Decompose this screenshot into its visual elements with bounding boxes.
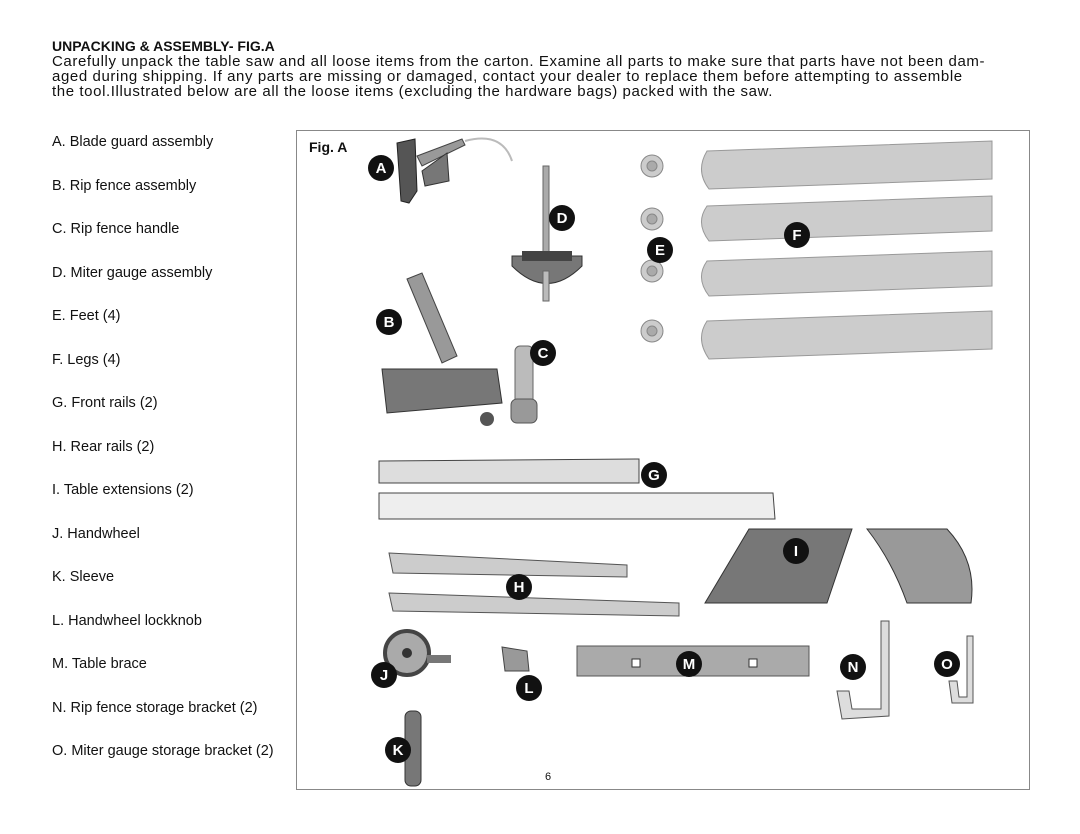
part-item-c: C. Rip fence handle: [52, 221, 180, 237]
part-item-m: M. Table brace: [52, 656, 147, 672]
part-item-k: K. Sleeve: [52, 569, 115, 585]
callout-h: H: [506, 574, 532, 600]
intro-paragraph: Carefully unpack the table saw and all l…: [52, 54, 1032, 99]
part-item-f: F. Legs (4): [52, 351, 121, 368]
intro-section: UNPACKING & ASSEMBLY- FIG.A Carefully un…: [52, 38, 1032, 99]
callout-d: D: [549, 205, 575, 231]
part-item-i: I. Table extensions (2): [52, 482, 194, 498]
paragraph-line-1: Carefully unpack the table saw and all l…: [52, 53, 986, 70]
table-extensions-drawing: [704, 528, 973, 604]
callout-label-c: C: [538, 345, 549, 362]
callout-label-g: G: [648, 467, 660, 484]
paragraph-line-3: the tool.Illustrated below are all the l…: [52, 83, 773, 100]
miter-gauge-storage-bracket-drawing: [948, 635, 974, 704]
callout-f: F: [784, 222, 810, 248]
legs-drawing: [701, 140, 993, 360]
figure-a: A B C D E F G H I J K L M N O Fig. A 6: [296, 130, 1030, 790]
callout-l: L: [516, 675, 542, 701]
figure-label: Fig. A: [309, 139, 348, 155]
part-item-d: D. Miter gauge assembly: [52, 264, 213, 281]
part-item-o: O. Miter gauge storage bracket (2): [52, 743, 274, 759]
callout-k: K: [385, 737, 411, 763]
rip-fence-drawing: [381, 272, 503, 426]
callout-n: N: [840, 654, 866, 680]
callout-label-m: M: [683, 656, 696, 673]
callout-i: I: [783, 538, 809, 564]
callout-o: O: [934, 651, 960, 677]
part-item-j: J. Handwheel: [52, 525, 140, 542]
part-item-b: B. Rip fence assembly: [52, 177, 197, 194]
handwheel-lockknob-drawing: [501, 646, 530, 672]
rear-rails-drawing: [388, 552, 680, 617]
callout-j: J: [371, 662, 397, 688]
parts-illustration: A B C D E F G H I J K L M N O: [368, 137, 993, 787]
miter-gauge-drawing: [511, 165, 583, 302]
page-number: 6: [545, 771, 552, 783]
callout-c: C: [530, 340, 556, 366]
feet-drawing: [640, 154, 664, 343]
callout-label-n: N: [848, 659, 859, 676]
callout-g: G: [641, 462, 667, 488]
callout-label-b: B: [384, 314, 395, 331]
rip-fence-handle-drawing: [510, 345, 538, 424]
part-item-a: A. Blade guard assembly: [52, 134, 214, 150]
callout-label-e: E: [655, 242, 665, 259]
section-heading: UNPACKING & ASSEMBLY- FIG.A: [52, 38, 275, 54]
part-item-l: L. Handwheel lockknob: [52, 612, 202, 629]
part-item-e: E. Feet (4): [52, 308, 121, 324]
callout-label-a: A: [376, 160, 387, 177]
callout-label-l: L: [524, 680, 533, 697]
callout-label-j: J: [380, 667, 388, 684]
callout-label-d: D: [557, 210, 568, 227]
paragraph-line-2: aged during shipping. If any parts are m…: [52, 68, 963, 85]
callout-label-i: I: [794, 543, 798, 560]
blade-guard-drawing: [396, 137, 513, 204]
callout-b: B: [376, 309, 402, 335]
front-rails-drawing: [378, 458, 776, 520]
callout-m: M: [676, 651, 702, 677]
callout-label-h: H: [514, 579, 525, 596]
callout-label-f: F: [792, 227, 801, 244]
callout-e: E: [647, 237, 673, 263]
callout-label-k: K: [393, 742, 404, 759]
part-item-g: G. Front rails (2): [52, 395, 158, 411]
handwheel-drawing: [383, 629, 451, 677]
callout-a: A: [368, 155, 394, 181]
part-item-n: N. Rip fence storage bracket (2): [52, 699, 258, 716]
rip-fence-storage-bracket-drawing: [836, 620, 890, 720]
parts-list: A. Blade guard assembly B. Rip fence ass…: [52, 132, 274, 785]
callout-label-o: O: [941, 656, 953, 673]
part-item-h: H. Rear rails (2): [52, 438, 155, 455]
